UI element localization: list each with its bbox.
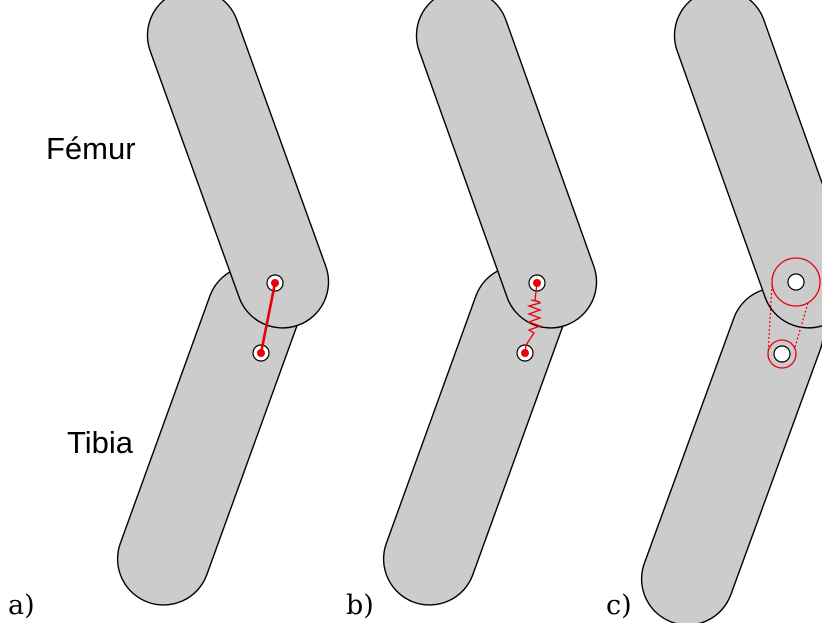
panel-c-femur-pulley: [771, 257, 821, 307]
panel-b: b): [346, 0, 598, 621]
panel-a-rigid-link: [259, 282, 277, 354]
panel-a-femur-pin: [271, 279, 279, 287]
panel-c-belt-left: [767, 284, 773, 355]
panel-a-tibia-pin: [257, 349, 265, 357]
panel-b-spring: [524, 282, 542, 354]
panel-c: c): [606, 0, 822, 623]
panel-b-femur-pin: [533, 279, 541, 287]
panel-a: a): [8, 0, 330, 621]
femur-label: Fémur: [46, 131, 136, 166]
panel-c-femur-axle: [787, 273, 805, 291]
panel-c-tibia: [640, 287, 822, 623]
panel-b-caption: b): [346, 590, 374, 621]
tibia-label: Tibia: [67, 425, 134, 460]
panel-c-femur: [673, 0, 822, 329]
panel-a-caption: a): [8, 590, 35, 621]
panel-b-spring-cap-top: [530, 299, 541, 303]
panel-c-tibia-axle: [773, 345, 791, 363]
panel-c-caption: c): [606, 590, 632, 621]
panel-b-femur: [415, 0, 598, 329]
panel-a-femur: [146, 0, 330, 329]
panel-b-tibia-pin: [521, 349, 529, 357]
